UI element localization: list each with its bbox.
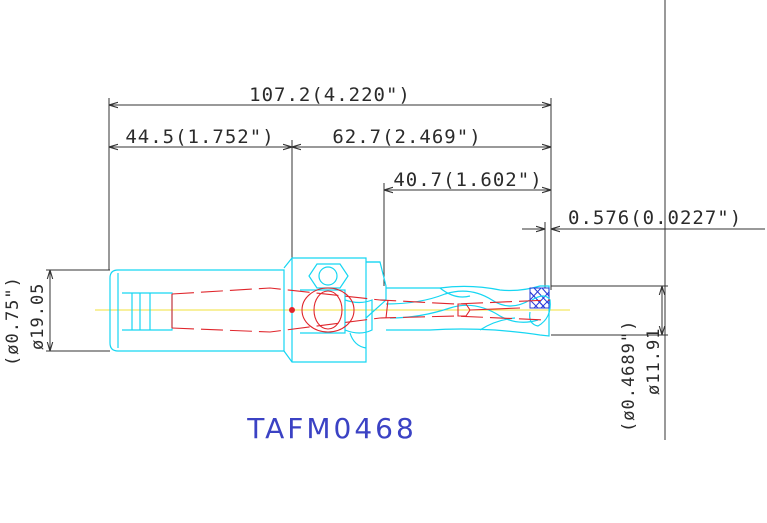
- dimension-flute: 40.7(1.602"): [383, 169, 551, 286]
- dimension-flute-body: 62.7(2.469"): [292, 126, 551, 148]
- dim-overall-length: 107.2(4.220"): [249, 84, 411, 106]
- dim-shank-length: 44.5(1.752"): [125, 126, 274, 148]
- dim-tip-offset: 0.576(0.0227"): [568, 207, 742, 229]
- dim-flute-length: 40.7(1.602"): [393, 169, 542, 191]
- dim-shank-diameter-inch: (ø0.75"): [3, 276, 23, 366]
- dim-shank-diameter-mm: ø19.05: [28, 283, 48, 350]
- dim-flute-body-length: 62.7(2.469"): [332, 126, 481, 148]
- dimension-shank-diameter: (ø0.75") ø19.05: [3, 269, 110, 366]
- dim-cut-diameter-mm: ø11.91: [644, 328, 664, 395]
- center-mark: [289, 307, 295, 313]
- dim-cut-diameter-inch: (ø0.4689"): [619, 320, 639, 432]
- model-label: TAFM0468: [246, 412, 417, 445]
- dimension-overall: 107.2(4.220"): [108, 84, 552, 290]
- dimension-shank: 44.5(1.752"): [109, 126, 293, 258]
- coolant-hidden-lines: [171, 287, 551, 333]
- dimension-cut-diameter: (ø0.4689") ø11.91: [551, 285, 668, 432]
- dimension-tip-offset: 0.576(0.0227"): [522, 207, 765, 288]
